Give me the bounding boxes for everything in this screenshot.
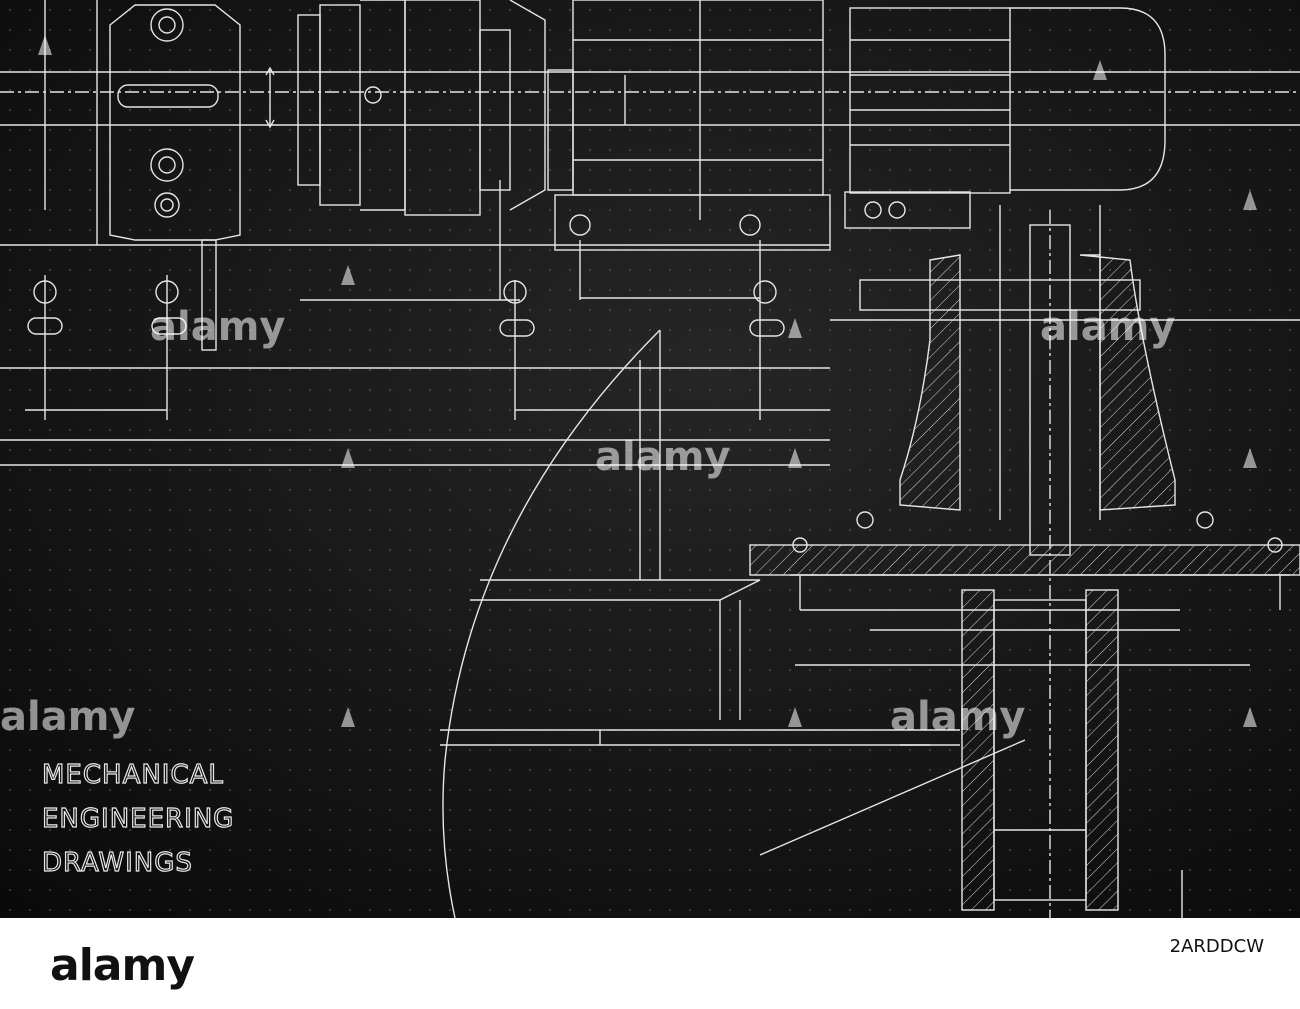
footer-brand-logo: alamy bbox=[50, 940, 195, 991]
watermark-text: alamy bbox=[595, 434, 730, 480]
caption-line-drawings: DRAWINGS bbox=[42, 848, 193, 878]
watermark-text: alamy bbox=[0, 694, 135, 740]
watermark-text: alamy bbox=[1040, 304, 1175, 350]
engineering-drawing: alamy alamy alamy alamy alamy MECHANICAL… bbox=[0, 0, 1300, 918]
caption-line-engineering: ENGINEERING bbox=[42, 804, 234, 834]
watermark-text: alamy bbox=[150, 304, 285, 350]
caption-line-mechanical: MECHANICAL bbox=[42, 760, 224, 790]
dot-grid bbox=[0, 0, 1300, 918]
watermark-layer: alamy alamy alamy alamy alamy bbox=[0, 304, 1175, 740]
watermark-text: alamy bbox=[890, 694, 1025, 740]
watermark-logo-icon bbox=[38, 35, 1257, 727]
footer-image-id: 2ARDDCW bbox=[1169, 936, 1264, 957]
caption: MECHANICAL ENGINEERING DRAWINGS bbox=[41, 759, 234, 878]
footer-bar: alamy 2ARDDCW bbox=[0, 918, 1300, 1009]
drawing-lines bbox=[0, 0, 1300, 918]
